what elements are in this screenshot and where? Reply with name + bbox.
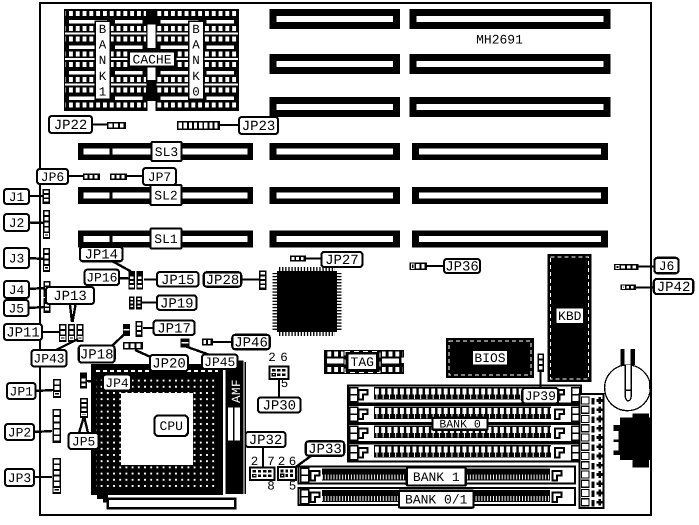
svg-text:JP3: JP3 (8, 471, 31, 486)
svg-text:JP16: JP16 (86, 271, 117, 286)
svg-text:JP30: JP30 (262, 399, 296, 415)
svg-text:SL3: SL3 (155, 145, 178, 160)
svg-text:A: A (192, 39, 200, 53)
svg-text:B: B (192, 23, 200, 37)
svg-text:N: N (192, 54, 200, 68)
svg-text:BANK 0: BANK 0 (439, 419, 481, 432)
svg-text:BANK 1: BANK 1 (413, 470, 460, 485)
svg-text:J4: J4 (9, 283, 25, 298)
svg-text:JP2: JP2 (8, 425, 31, 440)
svg-text:JP1: JP1 (10, 384, 34, 399)
svg-text:BANK 0/1: BANK 0/1 (405, 492, 468, 507)
svg-text:5: 5 (289, 480, 297, 494)
svg-text:J6: J6 (659, 259, 675, 274)
svg-text:8: 8 (267, 480, 275, 494)
svg-text:CACHE: CACHE (133, 52, 172, 67)
svg-text:J3: J3 (9, 251, 25, 266)
svg-text:JP46: JP46 (234, 336, 268, 352)
svg-text:J5: J5 (8, 301, 24, 316)
svg-text:AMF: AMF (230, 379, 244, 403)
svg-text:BIOS: BIOS (474, 351, 505, 366)
svg-text:JP19: JP19 (160, 296, 194, 312)
svg-text:JP32: JP32 (249, 433, 283, 449)
svg-text:JP5: JP5 (72, 434, 95, 449)
svg-text:6: 6 (280, 351, 288, 365)
svg-text:JP23: JP23 (242, 119, 276, 135)
svg-text:KBD: KBD (558, 309, 582, 324)
svg-text:JP36: JP36 (445, 260, 479, 276)
svg-text:JP11: JP11 (6, 326, 40, 342)
svg-text:J2: J2 (9, 216, 25, 231)
svg-text:K: K (192, 70, 200, 84)
svg-text:SL1: SL1 (154, 232, 178, 247)
svg-text:K: K (99, 70, 107, 84)
svg-text:CPU: CPU (160, 419, 183, 434)
svg-text:JP20: JP20 (152, 357, 186, 373)
svg-text:JP27: JP27 (325, 253, 359, 269)
svg-text:0: 0 (192, 85, 200, 99)
svg-text:JP15: JP15 (161, 273, 195, 289)
svg-text:N: N (99, 54, 107, 68)
svg-text:A: A (99, 39, 107, 53)
svg-text:JP45: JP45 (204, 355, 235, 370)
svg-text:JP28: JP28 (206, 273, 240, 289)
svg-text:JP13: JP13 (53, 289, 87, 305)
svg-text:2: 2 (268, 351, 276, 365)
svg-text:MH2691: MH2691 (476, 33, 523, 48)
svg-text:JP4: JP4 (105, 376, 129, 391)
svg-text:JP6: JP6 (41, 170, 64, 185)
svg-text:JP18: JP18 (80, 348, 114, 364)
svg-text:JP17: JP17 (157, 321, 191, 337)
svg-text:TAG: TAG (351, 355, 374, 370)
svg-text:SL2: SL2 (154, 188, 177, 203)
svg-text:JP42: JP42 (657, 280, 691, 296)
svg-text:J1: J1 (9, 190, 25, 205)
svg-text:JP43: JP43 (33, 352, 64, 367)
svg-text:JP33: JP33 (308, 442, 342, 458)
svg-text:1: 1 (99, 85, 107, 99)
svg-text:JP14: JP14 (84, 248, 118, 264)
svg-text:JP22: JP22 (54, 118, 88, 134)
svg-text:JP39: JP39 (525, 389, 556, 404)
svg-text:JP7: JP7 (148, 170, 171, 185)
svg-text:B: B (99, 23, 107, 37)
